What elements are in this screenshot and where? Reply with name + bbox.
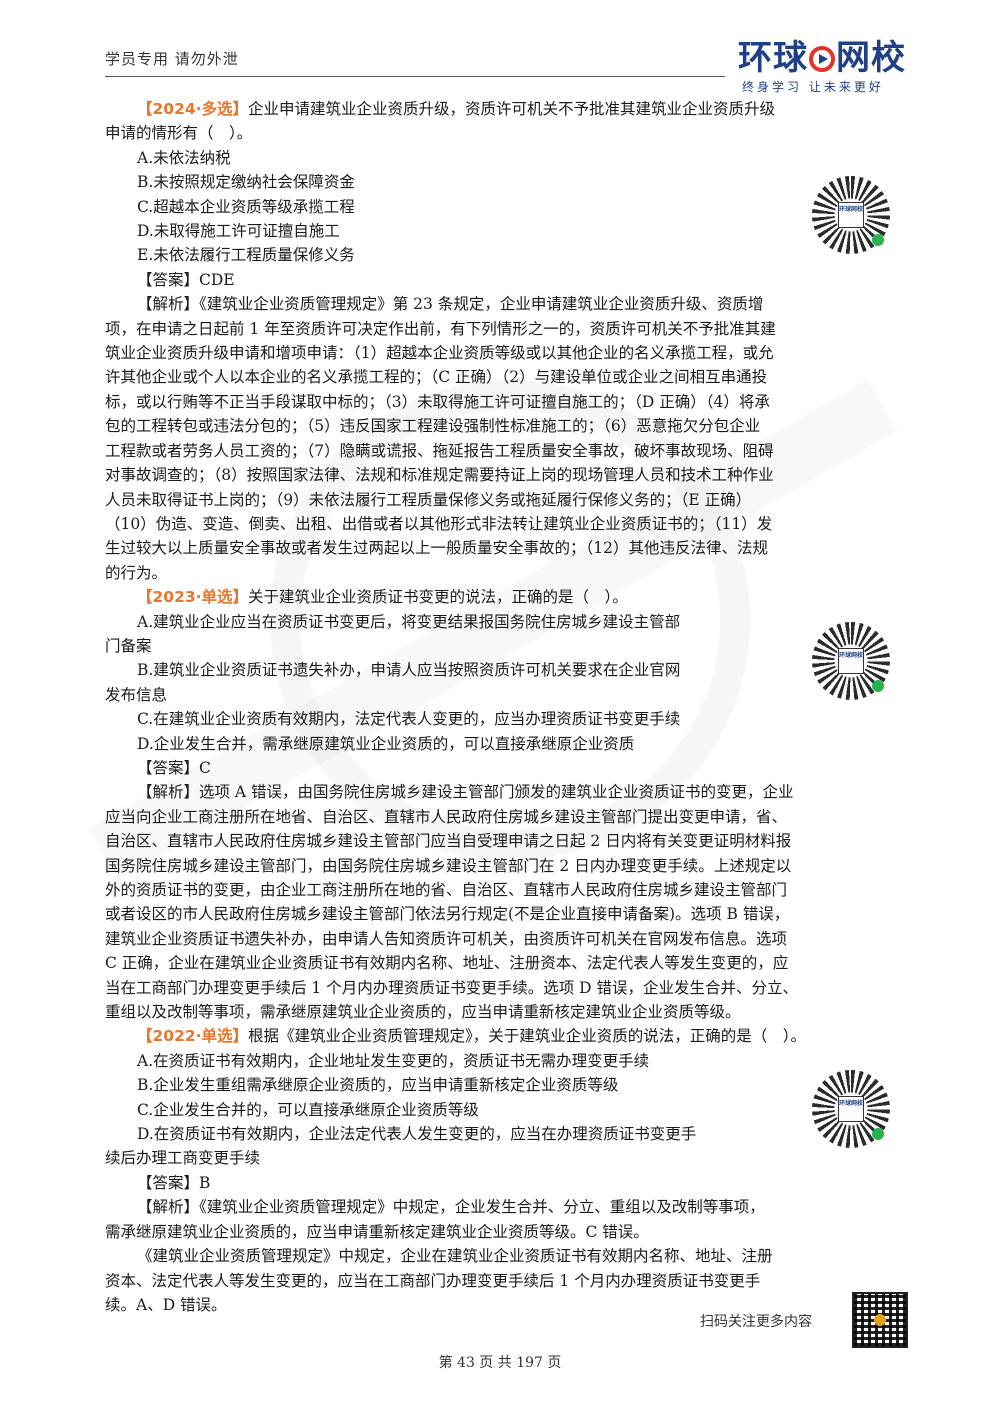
option-b: B.建筑业企业资质证书遗失补办，申请人应当按照资质许可机关要求在企业官网 — [137, 661, 681, 680]
analysis-line: 标，或以行贿等不正当手段谋取中标的；（3）未取得施工许可证擅自施工的；（D 正确… — [105, 392, 770, 411]
option-a: A.建筑业企业应当在资质证书变更后，将变更结果报国务院住房城乡建设主管部 — [137, 612, 681, 631]
option-b: B.企业发生重组需承继原企业资质的，应当申请重新核定企业资质等级 — [137, 1076, 619, 1095]
page-number: 第 43 页 共 197 页 — [438, 1355, 562, 1371]
footer-scan-prompt: 扫码关注更多内容 — [700, 1314, 812, 1330]
document-body: 【2024·多选】企业申请建筑业企业资质升级，资质许可机关不予批准其建筑业企业资… — [105, 97, 905, 1317]
analysis-line: 需承继原建筑业企业资质的，应当申请重新核定建筑业企业资质等级。C 错误。 — [105, 1222, 649, 1241]
question-tag: 【2023·单选】 — [137, 588, 249, 607]
option-c: C.超越本企业资质等级承揽工程 — [137, 197, 355, 216]
analysis-line: 的行为。 — [105, 563, 168, 582]
qr-brand-badge: 环球网校 — [838, 202, 864, 228]
analysis-line: 当在工商部门办理变更手续后 1 个月内办理资质证书变更手续。选项 D 错误，企业… — [105, 978, 798, 997]
option-d: D.在资质证书有效期内，企业法定代表人发生变更的，应当在办理资质证书变更手 — [137, 1125, 697, 1144]
option-c: C.企业发生合并的，可以直接承继原企业资质等级 — [137, 1100, 479, 1119]
qr-accent-dot — [872, 234, 884, 246]
qr-brand-badge: 环球网校 — [838, 648, 864, 674]
analysis-line: （10）伪造、变造、倒卖、出租、出借或者以其他形式非法转让建筑业企业资质证书的；… — [105, 514, 773, 533]
header-confidential-label: 学员专用 请勿外泄 — [105, 50, 239, 68]
analysis-line: 【解析】《建筑业企业资质管理规定》中规定，企业发生合并、分立、重组以及改制等事项… — [137, 1198, 765, 1217]
question-2024-stem: 【2024·多选】企业申请建筑业企业资质升级，资质许可机关不予批准其建筑业企业资… — [105, 97, 905, 121]
analysis-line: 【解析】选项 A 错误，由国务院住房城乡建设主管部门颁发的建筑业企业资质证书的变… — [137, 783, 794, 802]
option-c: C.在建筑业企业资质有效期内，法定代表人变更的，应当办理资质证书变更手续 — [137, 710, 681, 729]
analysis-line: 国务院住房城乡建设主管部门，由国务院住房城乡建设主管部门在 2 日内办理变更手续… — [105, 856, 792, 875]
analysis-line: 或者设区的市人民政府住房城乡建设主管部门依法另行规定(不是企业直接申请备案)。选… — [105, 905, 790, 924]
qr-brand-badge: 环球网校 — [838, 1096, 864, 1122]
option-b-cont: 发布信息 — [105, 685, 168, 704]
analysis-line: 《建筑业企业资质管理规定》中规定，企业在建筑业企业资质证书有效期内名称、地址、注… — [137, 1247, 773, 1266]
logo-wordmark: 环球网校 — [738, 38, 913, 78]
analysis-line: 工程款或者劳务人员工资的；（7）隐瞒或谎报、拖延报告工程质量安全事故，破坏事故现… — [105, 441, 774, 460]
question-text: 企业申请建筑业企业资质升级，资质许可机关不予批准其建筑业企业资质升级 — [248, 100, 776, 118]
analysis-line: 对事故调查的；（8）按照国家法律、法规和标准规定需要持证上岗的现场管理人员和技术… — [105, 466, 774, 485]
analysis-line: 外的资质证书的变更，由企业工商注册所在地的省、自治区、直辖市人民政府住房城乡建设… — [105, 881, 788, 899]
analysis-line: 续。A、D 错误。 — [105, 1295, 227, 1314]
analysis-line: 建筑业企业资质证书遗失补办，由申请人告知资质许可机关，由资质许可机关在官网发布信… — [105, 929, 788, 948]
analysis-line: 项，在申请之日起前 1 年至资质许可决定作出前，有下列情形之一的，资质许可机关不… — [105, 319, 776, 338]
question-2023-stem: 【2023·单选】关于建筑业企业资质证书变更的说法，正确的是（ ）。 — [105, 585, 905, 609]
analysis-line: 【解析】《建筑业企业资质管理规定》第 23 条规定，企业申请建筑业企业资质升级、… — [137, 295, 764, 314]
option-a: A.在资质证书有效期内，企业地址发生变更的，资质证书无需办理变更手续 — [137, 1051, 650, 1070]
analysis-line: 筑业企业资质升级申请和增项申请：（1）超越本企业资质等级或以其他企业的名义承揽工… — [105, 344, 774, 363]
option-a: A.未依法纳税 — [137, 148, 231, 167]
option-b: B.未按照规定缴纳社会保障资金 — [137, 173, 355, 192]
analysis-line: C 正确，企业在建筑业企业资质证书有效期内名称、地址、注册资本、法定代表人等发生… — [105, 954, 789, 973]
logo-text-a: 环球 — [738, 38, 808, 78]
question-tag: 【2024·多选】 — [137, 100, 249, 118]
play-ring-icon — [809, 46, 835, 72]
analysis-line: 人员未取得证书上岗的；（9）未依法履行工程质量保修义务或拖延履行保修义务的；（E… — [105, 490, 752, 509]
option-d-cont: 续后办理工商变更手续 — [105, 1149, 261, 1168]
option-d: D.企业发生合并，需承继原建筑业企业资质的，可以直接承继原企业资质 — [137, 734, 635, 753]
analysis-line: 资本、法定代表人等发生变更的，应当在工商部门办理变更手续后 1 个月内办理资质证… — [105, 1271, 761, 1290]
answer: 【答案】C — [137, 758, 211, 777]
analysis-line: 自治区、直辖市人民政府住房城乡建设主管部门应当自受理申请之日起 2 日内将有关变… — [105, 832, 792, 851]
qr-code[interactable]: 环球网校 — [812, 1070, 890, 1148]
question-text: 根据《建筑业企业资质管理规定》，关于建筑业企业资质的说法，正确的是（ ）。 — [248, 1027, 807, 1046]
brand-logo: 环球网校 终身学习 让未来更好 — [738, 38, 913, 96]
analysis-line: 生过较大以上质量安全事故或者发生过两起以上一般质量安全事故的；（12）其他违反法… — [105, 539, 768, 558]
footer-qr-code[interactable] — [852, 1292, 908, 1348]
qr-code[interactable]: 环球网校 — [812, 176, 890, 254]
option-a-cont: 门备案 — [105, 636, 152, 655]
question-2024-stem-cont: 申请的情形有（ ）。 — [105, 124, 253, 143]
qr-accent-dot — [872, 1128, 884, 1140]
header-divider — [105, 76, 725, 77]
analysis-line: 应当向企业工商注册所在地省、自治区、直辖市人民政府住房城乡建设主管部门提出变更申… — [105, 807, 788, 826]
analysis-line: 重组以及改制等事项，需承继原建筑业企业资质的，应当申请重新核定建筑业企业资质等级… — [105, 1003, 741, 1022]
option-e: E.未依法履行工程质量保修义务 — [137, 246, 355, 265]
logo-tagline: 终身学习 让未来更好 — [742, 80, 884, 94]
qr-code[interactable]: 环球网校 — [812, 622, 890, 700]
answer: 【答案】B — [137, 1173, 211, 1192]
logo-text-b: 网校 — [836, 38, 906, 78]
analysis-line: 包的工程转包或违法分包的；（5）违反国家工程建设强制性标准施工的；（6）恶意拖欠… — [105, 417, 761, 436]
question-2022-stem: 【2022·单选】根据《建筑业企业资质管理规定》，关于建筑业企业资质的说法，正确… — [105, 1024, 905, 1048]
analysis-line: 许其他企业或个人以本企业的名义承揽工程的；（C 正确）（2）与建设单位或企业之间… — [105, 368, 768, 387]
option-d: D.未取得施工许可证擅自施工 — [137, 222, 340, 241]
question-tag: 【2022·单选】 — [137, 1027, 249, 1046]
question-text: 关于建筑业企业资质证书变更的说法，正确的是（ ）。 — [248, 588, 628, 607]
answer: 【答案】CDE — [137, 270, 235, 289]
qr-accent-dot — [872, 680, 884, 692]
